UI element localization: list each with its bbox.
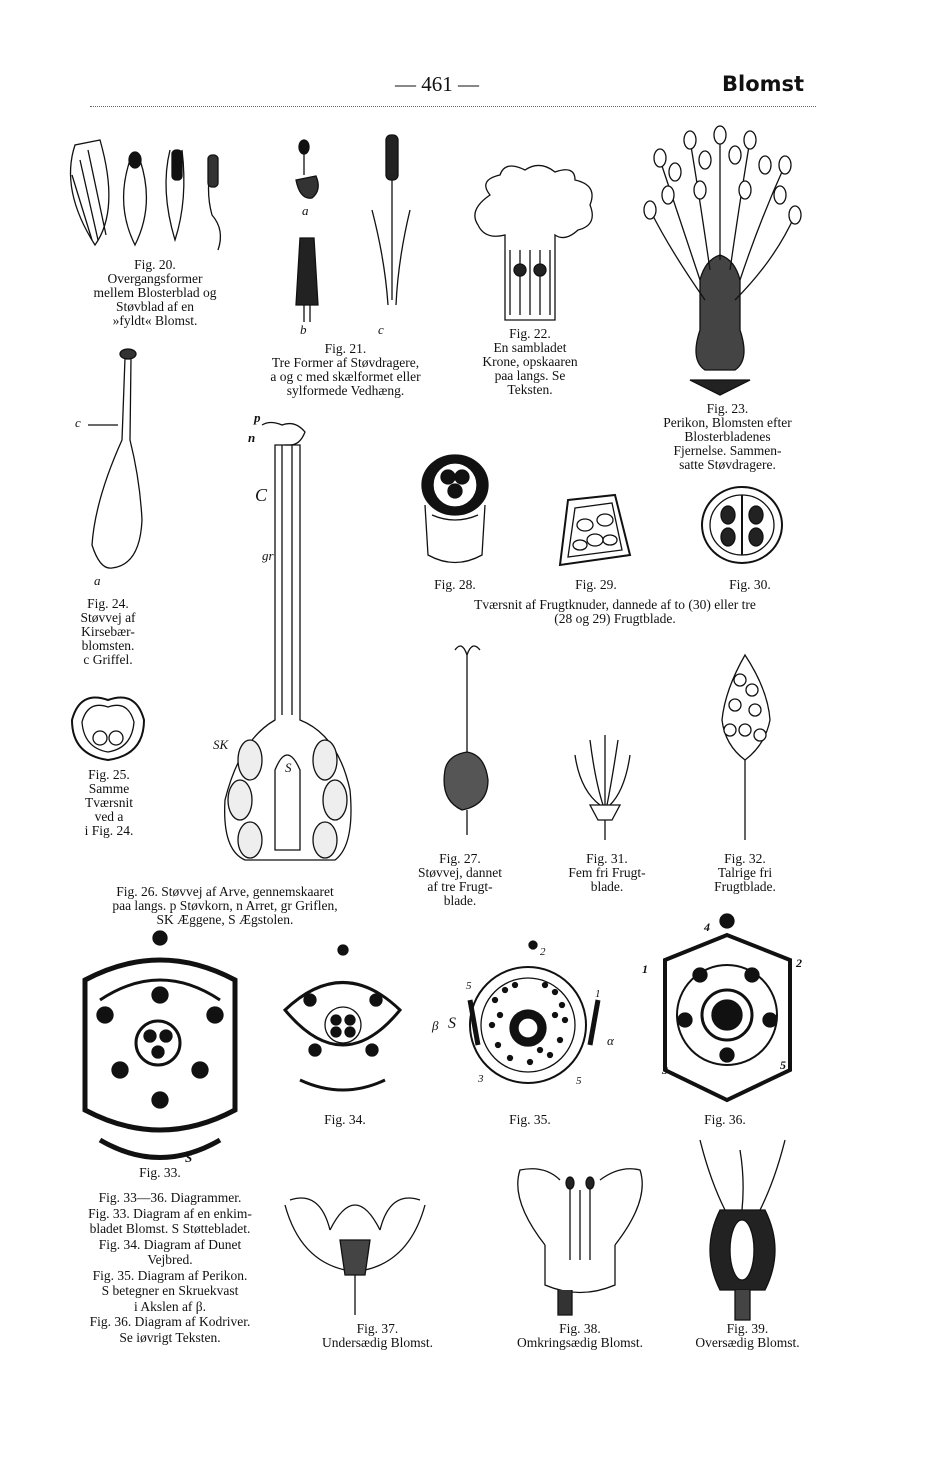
caption-fig31: Fig. 31. Fem fri Frugt- blade. xyxy=(568,851,646,894)
caption-fig38: Fig. 38. Omkringsædig Blomst. xyxy=(516,1321,643,1350)
page-number: — 461 — xyxy=(395,72,479,96)
fig22-illustration xyxy=(474,164,593,321)
fig35-illustration xyxy=(467,940,601,1084)
fig37-illustration xyxy=(284,1197,426,1315)
caption-fig34: Fig. 34. xyxy=(324,1112,366,1127)
caption-fig28-30: Tværsnit af Frugtknuder, dannede af to (… xyxy=(474,597,756,626)
fig34-illustration xyxy=(282,944,403,1092)
fig28-illustration xyxy=(421,454,489,564)
caption-fig28: Fig. 28. xyxy=(434,577,476,592)
label-1b-fig35: 5 xyxy=(576,1075,582,1087)
label-2-fig35: 2 xyxy=(540,946,546,958)
label-a-fig24: a xyxy=(94,573,101,588)
caption-fig32: Fig. 32. Talrige fri Frugtblade. xyxy=(714,851,776,894)
fig26-illustration xyxy=(224,421,352,861)
caption-fig22: Fig. 22. En sambladet Krone, opskaaren p… xyxy=(482,326,578,397)
fig23-illustration xyxy=(643,125,802,396)
caption-fig27: Fig. 27. Støvvej, dannet af tre Frugt- b… xyxy=(418,851,502,908)
label-n-fig26: n xyxy=(248,430,256,445)
caption-fig21: Fig. 21. Tre Former af Støvdragere, a og… xyxy=(270,341,421,398)
fig38-illustration xyxy=(517,1168,643,1316)
fig20-illustration xyxy=(69,139,222,251)
label-4-fig36: 4 xyxy=(704,920,710,934)
caption-fig26: Fig. 26. Støvvej af Arve, gennemskaaret … xyxy=(112,884,338,927)
fig29-illustration xyxy=(558,493,632,567)
label-1a-fig35: 1 xyxy=(595,988,601,1000)
fig24-illustration xyxy=(88,348,143,569)
caption-fig23: Fig. 23. Perikon, Blomsten efter Bloster… xyxy=(663,401,792,472)
fig25-illustration xyxy=(70,696,146,762)
label-s-fig33: S xyxy=(185,1150,193,1165)
caption-fig35: Fig. 35. xyxy=(509,1112,551,1127)
label-c-fig24: c xyxy=(75,415,81,430)
caption-fig29: Fig. 29. xyxy=(575,577,617,592)
header-rule xyxy=(90,106,816,107)
label-5-fig35: 5 xyxy=(466,980,472,992)
label-beta-fig35: β xyxy=(432,1018,439,1033)
label-s-fig26: S xyxy=(285,760,292,775)
label-b-fig21: b xyxy=(300,322,307,337)
label-gr-fig26: gr xyxy=(262,548,274,563)
label-s-fig35: S xyxy=(448,1015,456,1032)
label-3-fig35: 3 xyxy=(478,1073,484,1085)
label-3-fig36: 3 xyxy=(662,1063,668,1077)
fig39-illustration xyxy=(699,1139,786,1321)
caption-fig24: Fig. 24. Støvvej af Kirsebær- blomsten. … xyxy=(80,596,136,667)
label-2-fig36: 2 xyxy=(796,956,802,970)
label-5-fig36: 5 xyxy=(780,1058,786,1072)
label-a-fig21: a xyxy=(302,203,309,218)
caption-fig20: Fig. 20. Overgangsformer mellem Blosterb… xyxy=(93,257,217,328)
caption-diagrams: Fig. 33—36. Diagrammer. Fig. 33. Diagram… xyxy=(88,1190,252,1345)
fig36-illustration xyxy=(663,913,792,1103)
fig33-illustration xyxy=(82,930,238,1160)
fig30-illustration xyxy=(701,486,783,564)
fig27-illustration xyxy=(443,645,489,835)
label-p-fig26: p xyxy=(254,410,261,425)
label-c-fig26: C xyxy=(255,485,268,505)
caption-fig25: Fig. 25. Samme Tværsnit ved a i Fig. 24. xyxy=(84,767,134,838)
page-title: Blomst xyxy=(722,72,805,96)
fig32-illustration xyxy=(721,653,771,840)
fig31-illustration xyxy=(574,735,631,840)
label-c-fig21: c xyxy=(378,322,384,337)
label-sk-fig26: SK xyxy=(213,737,229,752)
caption-fig39: Fig. 39. Oversædig Blomst. xyxy=(695,1321,800,1350)
caption-fig37: Fig. 37. Undersædig Blomst. xyxy=(321,1321,433,1350)
caption-fig33: Fig. 33. xyxy=(139,1165,181,1180)
label-alpha-fig35: α xyxy=(607,1033,614,1048)
caption-fig30: Fig. 30. xyxy=(729,577,771,592)
label-1-fig36: 1 xyxy=(642,962,648,976)
fig21-illustration xyxy=(295,134,411,322)
caption-fig36: Fig. 36. xyxy=(704,1112,746,1127)
